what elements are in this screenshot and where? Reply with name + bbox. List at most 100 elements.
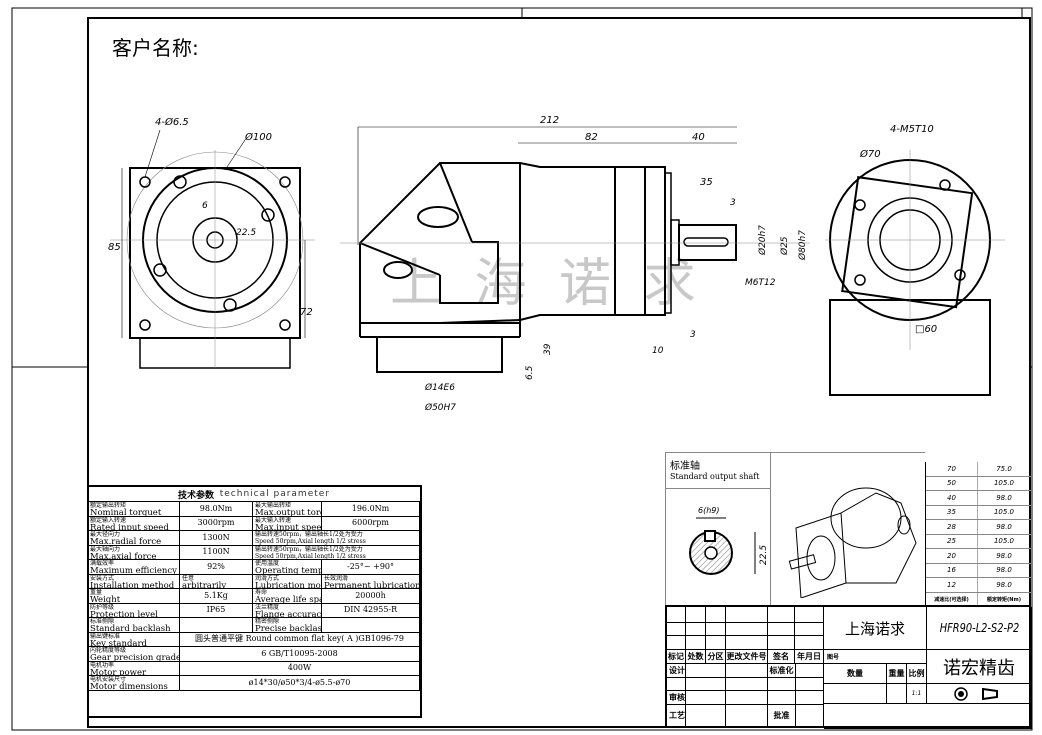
dim-shaft-key: 35 — [700, 177, 713, 188]
rated-torque-value: 98.0 — [977, 578, 1031, 593]
signoff-blank — [726, 664, 768, 678]
param-note-en: Speed 50rpm,Axial length 1/2 stress — [255, 552, 366, 560]
revision-blank-cell — [726, 623, 768, 636]
dim-d-pilot: Ø80h7 — [797, 230, 808, 261]
param-label-en: Rated input speed — [90, 522, 169, 531]
param-label-en: Max.axial force — [90, 551, 157, 560]
dim-key-off: 3 — [730, 198, 736, 208]
param-label-cn: 标准侧隙 — [90, 618, 115, 625]
signoff-blank — [686, 678, 726, 691]
ratio-value: 20 — [926, 549, 977, 564]
drawing-no-label: 图号 — [824, 650, 927, 664]
revision-blank-cell — [795, 607, 824, 623]
qty-value — [824, 684, 887, 704]
param-label-en: Precise backlash — [255, 624, 322, 633]
param-label-cn: 电机安装尺寸 — [90, 676, 127, 683]
param-note-en: Speed 50rpm,Axial length 1/2 stress — [255, 538, 366, 545]
signoff-blank — [796, 664, 824, 678]
dim-flange-thk: 10 — [652, 346, 664, 356]
dim-height: 22.5 — [236, 228, 256, 238]
param-label-cn: 重量 — [90, 589, 103, 596]
dim-input-off: 6.5 — [525, 365, 535, 380]
signoff-blank — [796, 691, 824, 705]
param-label-en: Max.radial force — [90, 537, 162, 546]
signoff-blank — [686, 691, 726, 705]
ratio-value: 28 — [926, 520, 977, 535]
company-name: 上海诺求 — [824, 607, 927, 650]
shaft-key-dim: 6(h9) — [698, 506, 720, 515]
ratio-value: 25 — [926, 535, 977, 549]
rated-torque-value: 105.0 — [977, 506, 1031, 520]
param-label-en: Operating temp — [255, 566, 322, 575]
param-label-en: Installation method — [90, 580, 175, 589]
signoff-blank — [796, 678, 824, 691]
param-label-cn: 寿命 — [255, 589, 268, 596]
param-label-en: Motor dimensions — [90, 682, 168, 691]
dim-d-shoulder: Ø25 — [779, 236, 790, 256]
revision-blank-cell — [726, 636, 768, 650]
ratio-value: 50 — [926, 477, 977, 491]
param-value: 5.1Kg — [180, 589, 253, 604]
shaft-title-en: Standard output shaft — [670, 472, 760, 481]
param-value-text — [322, 618, 419, 632]
param-label-cn: 法兰精度 — [255, 603, 280, 611]
param-title-en: technical parameter — [219, 489, 330, 499]
param-value: 1300N — [180, 531, 253, 546]
param-value — [322, 618, 420, 633]
rated-torque-value: 105.0 — [977, 535, 1031, 549]
param-label-en: Nominal torquet — [90, 508, 162, 517]
param-label-cn: 额定输入转速 — [90, 516, 127, 524]
param-value: 92% — [180, 560, 253, 575]
param-label-cn: 使用温度 — [255, 560, 280, 567]
first-angle-projection-icon — [954, 686, 998, 701]
projection-symbol — [927, 684, 1032, 704]
revision-blank-cell — [768, 623, 795, 636]
param-value: 圆头普通平键 Round common flat key( A )GB1096-… — [180, 632, 420, 647]
customer-name-label: 客户名称: — [112, 36, 199, 60]
revision-header: 标记 — [667, 650, 686, 664]
ratio-value: 16 — [926, 564, 977, 578]
signoff-label: 批准 — [768, 705, 796, 727]
model-number: HFR90-L2-S2-P2 — [939, 621, 1019, 635]
param-label-en: Gear precision grade — [90, 653, 180, 662]
shaft-height-dim: 22.5 — [759, 545, 769, 565]
param-table-title: 技术参数 technical parameter — [88, 487, 420, 502]
param-label-en: Maximum efficiency — [90, 566, 177, 575]
dim-total: 212 — [540, 115, 559, 126]
revision-header: 分区 — [706, 650, 726, 664]
dim-pcd: Ø100 — [244, 131, 272, 143]
ratio-value: 70 — [926, 462, 977, 477]
param-value — [180, 618, 253, 633]
revision-blank-cell — [795, 623, 824, 636]
revision-blank-cell — [795, 636, 824, 650]
dim-d-input: Ø14E6 — [424, 382, 455, 393]
param-title-cn: 技术参数 — [177, 490, 214, 501]
dim-rear-pcd: Ø70 — [859, 148, 881, 160]
param-label-en: Standard backlash — [90, 624, 171, 633]
revision-header: 年月日 — [795, 650, 824, 664]
dim-rear-holes: 4-M5T10 — [890, 124, 934, 135]
signoff-label — [768, 691, 796, 705]
param-label-cn: 额定输出转矩 — [90, 502, 127, 509]
title-block-blank — [824, 704, 1032, 729]
dim-key-width: 6 — [202, 201, 208, 211]
ratio-value: 12 — [926, 578, 977, 593]
signoff-blank — [796, 705, 824, 727]
param-value-text: IP65 — [206, 605, 226, 615]
param-label-cn: 内轮精度等级 — [90, 647, 127, 654]
param-label-cn: 输出键标准 — [90, 632, 121, 640]
param-value-text: ø14*30/ø50*3/4-ø5.5-ø70 — [248, 677, 351, 687]
revision-blank-cell — [706, 623, 726, 636]
